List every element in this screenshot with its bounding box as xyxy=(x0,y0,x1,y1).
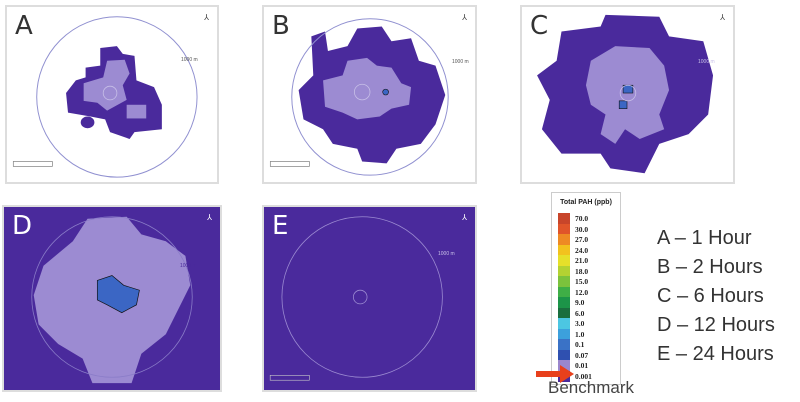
north-arrow-icon: ⅄ xyxy=(720,13,725,22)
panel-label: A xyxy=(15,11,33,41)
legend-value: 30.0 xyxy=(575,224,589,234)
legend-swatch xyxy=(558,244,570,256)
map-panel-a: A ⅄ 1000 m xyxy=(5,5,219,184)
legend-swatch xyxy=(558,276,570,287)
ring-distance-label: 1000 m xyxy=(438,251,455,257)
legend-value: 0.1 xyxy=(575,340,585,349)
legend-swatch xyxy=(558,255,570,266)
legend-value: 0.001 xyxy=(575,371,592,381)
legend-swatch xyxy=(558,297,570,308)
panel-label: D xyxy=(12,211,33,241)
legend-value: 27.0 xyxy=(575,235,589,244)
legend-value: 3.0 xyxy=(575,319,585,328)
plume-map-d xyxy=(31,216,193,384)
legend-value: 6.0 xyxy=(575,308,585,318)
legend-item: 0.07 xyxy=(558,349,589,361)
north-arrow-icon: ⅄ xyxy=(204,13,209,22)
legend-item: 6.0 xyxy=(558,307,585,319)
legend-value: 9.0 xyxy=(575,298,585,307)
legend-swatch xyxy=(558,234,570,245)
legend-item: 1.0 xyxy=(558,328,585,340)
legend-swatch xyxy=(558,307,570,319)
ring-distance-label: 1000 m xyxy=(181,57,198,63)
north-arrow-icon: ⅄ xyxy=(462,213,467,222)
legend-item: 9.0 xyxy=(558,297,584,308)
map-panel-e: E ⅄ 1000 m xyxy=(262,205,477,392)
legend-swatch xyxy=(558,223,570,235)
legend-item: 18.0 xyxy=(558,265,589,277)
time-key-item: E – 24 Hours xyxy=(657,343,774,365)
legend-swatch xyxy=(558,213,570,224)
legend-value: 0.01 xyxy=(575,361,589,370)
legend-swatch xyxy=(558,318,570,329)
legend-swatch xyxy=(558,360,570,371)
plume-map-c xyxy=(537,14,714,174)
map-panel-d: D ⅄ 1000 m xyxy=(2,205,222,392)
legend-value: 1.0 xyxy=(575,329,585,339)
ring-distance-label: 1000 m xyxy=(452,59,469,65)
legend-item: 21.0 xyxy=(558,255,588,266)
legend-swatch xyxy=(558,339,570,350)
legend-item: 70.0 xyxy=(558,213,588,224)
time-key-item: A – 1 Hour xyxy=(657,227,752,249)
legend-swatch xyxy=(558,265,570,277)
north-arrow-icon: ⅄ xyxy=(207,213,212,222)
legend-item: 12.0 xyxy=(558,286,589,298)
plume-map-b xyxy=(269,18,449,176)
legend-item: 0.01 xyxy=(558,360,588,371)
plume-map-e xyxy=(269,216,443,381)
legend-item: 24.0 xyxy=(558,244,589,256)
legend-value: 0.07 xyxy=(575,350,589,360)
plume-map-a xyxy=(12,16,198,178)
legend-item: 0.1 xyxy=(558,339,584,350)
legend-value: 18.0 xyxy=(575,266,589,276)
time-key-item: B – 2 Hours xyxy=(657,256,763,278)
benchmark-label: Benchmark xyxy=(548,378,634,397)
legend-item: 30.0 xyxy=(558,223,589,235)
legend-item: 15.0 xyxy=(558,276,588,287)
time-key: A – 1 Hour B – 2 Hours C – 6 Hours D – 1… xyxy=(657,224,775,369)
legend-value: 24.0 xyxy=(575,245,589,255)
legend-title: Total PAH (ppb) xyxy=(560,199,612,206)
map-panel-b: B ⅄ 1000 m xyxy=(262,5,477,184)
panel-label: B xyxy=(272,11,290,41)
legend-item: 27.0 xyxy=(558,234,588,245)
legend-swatch xyxy=(558,349,570,361)
map-panel-c: C ⅄ 1000 m xyxy=(520,5,735,184)
ring-distance-label: 1000 m xyxy=(698,59,715,65)
ring-distance-label: 1000 m xyxy=(180,263,197,269)
legend-value: 12.0 xyxy=(575,287,589,297)
panel-label: E xyxy=(272,211,289,241)
legend-swatch xyxy=(558,328,570,340)
benchmark-arrow-icon xyxy=(536,365,574,383)
legend-item: 3.0 xyxy=(558,318,584,329)
legend-swatch xyxy=(558,286,570,298)
time-key-item: C – 6 Hours xyxy=(657,285,764,307)
time-key-item: D – 12 Hours xyxy=(657,314,775,336)
north-arrow-icon: ⅄ xyxy=(462,13,467,22)
legend-value: 70.0 xyxy=(575,214,589,223)
legend-value: 15.0 xyxy=(575,277,589,286)
legend-value: 21.0 xyxy=(575,256,589,265)
panel-label: C xyxy=(530,11,549,41)
